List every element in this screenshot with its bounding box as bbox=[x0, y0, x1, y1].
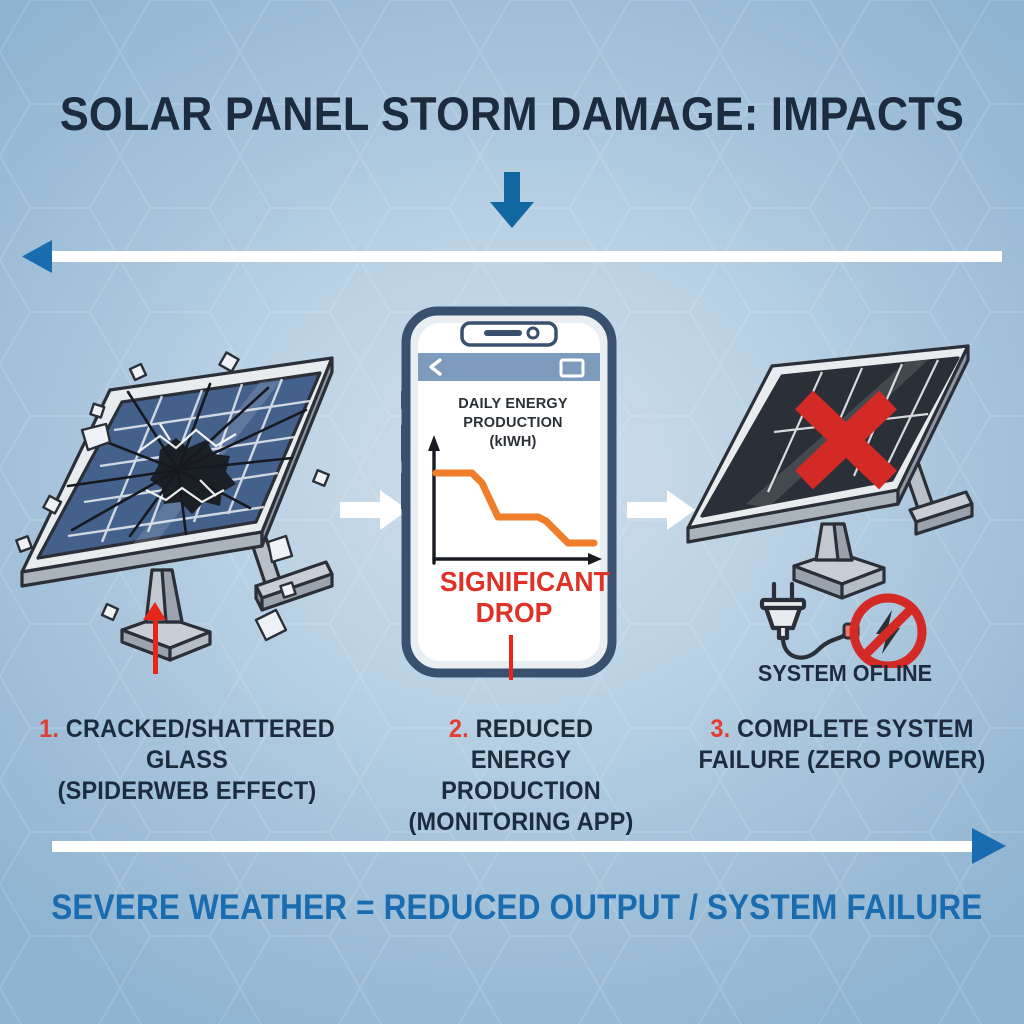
system-offline-label: SYSTEM OFLINE bbox=[757, 660, 933, 686]
no-power-icon bbox=[849, 593, 927, 668]
caption-1-line-2: (SPIDERWEB EFFECT) bbox=[57, 777, 317, 805]
caption-2-line-2: PRODUCTION bbox=[441, 777, 601, 805]
cracked-solar-panel-illustration bbox=[15, 351, 334, 674]
significant-drop-alert: SIGNIFICANT DROP bbox=[439, 566, 610, 628]
caption-2-line-3: (MONITORING APP) bbox=[408, 808, 634, 836]
smartphone-monitoring-app-illustration bbox=[401, 306, 617, 680]
caption-2-line-1: REDUCED ENERGY bbox=[470, 715, 594, 774]
bottom-divider-arrow bbox=[52, 828, 1006, 864]
power-plug-icon bbox=[759, 581, 849, 660]
app-screen-title: DAILY ENERGY PRODUCTION (kIWH) bbox=[458, 396, 568, 450]
page-title: SOLAR PANEL STORM DAMAGE: IMPACTS bbox=[59, 87, 965, 140]
dead-solar-panel-illustration bbox=[686, 344, 974, 668]
caption-3-line-1: COMPLETE SYSTEM bbox=[737, 715, 974, 743]
chart-line bbox=[432, 469, 598, 547]
step-number-3: 3. bbox=[710, 715, 731, 743]
red-x-icon bbox=[795, 390, 897, 490]
caption-step-3: 3. COMPLETE SYSTEM FAILURE (ZERO POWER) bbox=[682, 714, 1002, 776]
arrow-right-icon bbox=[340, 490, 408, 530]
caption-step-1: 1. CRACKED/SHATTERED GLASS (SPIDERWEB EF… bbox=[23, 714, 352, 807]
caption-step-2: 2. REDUCED ENERGY PRODUCTION (MONITORING… bbox=[402, 714, 641, 838]
footer-summary: SEVERE WEATHER = REDUCED OUTPUT / SYSTEM… bbox=[51, 888, 983, 927]
window-icon bbox=[559, 358, 585, 378]
step-number-1: 1. bbox=[39, 715, 60, 743]
arrow-down-icon bbox=[490, 172, 534, 228]
red-up-arrow-icon bbox=[143, 602, 166, 674]
top-divider-arrow bbox=[22, 240, 1002, 273]
arrow-right-icon bbox=[627, 490, 695, 530]
step-number-2: 2. bbox=[448, 715, 469, 743]
caption-3-line-2: FAILURE (ZERO POWER) bbox=[698, 746, 986, 774]
chevron-left-icon bbox=[429, 358, 442, 376]
caption-1-line-1: CRACKED/SHATTERED GLASS bbox=[65, 715, 335, 774]
